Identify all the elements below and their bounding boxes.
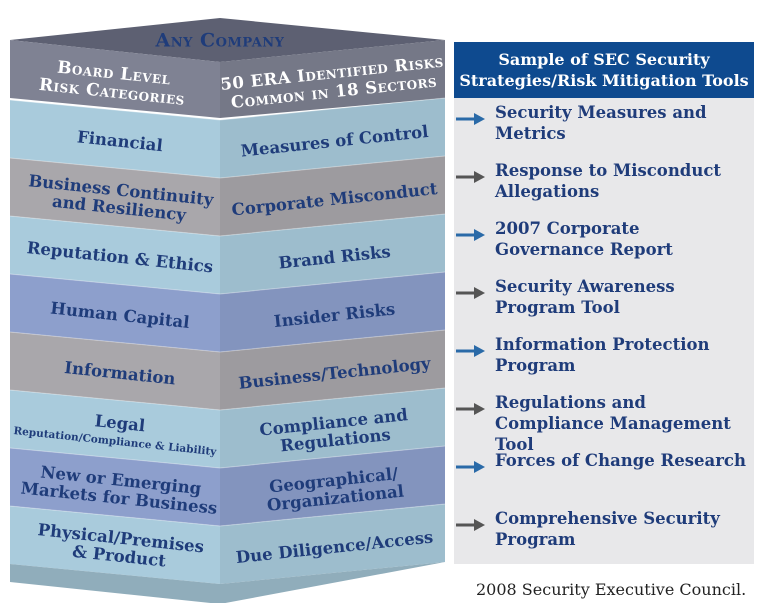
band-separator xyxy=(9,97,446,121)
tool-label: Information Protection Program xyxy=(495,335,710,375)
tools-panel-header: Sample of SEC Security Strategies/Risk M… xyxy=(454,42,754,98)
band-left-face xyxy=(10,332,220,410)
tool-label: Regulations and Compliance Management To… xyxy=(495,393,731,454)
arrow-icon xyxy=(456,287,485,299)
tools-panel xyxy=(454,98,754,564)
arrow-icon xyxy=(456,461,485,473)
band-separator xyxy=(9,445,446,469)
band-left-face xyxy=(10,158,220,236)
arrow-icon xyxy=(456,345,485,357)
tool-label: Response to Misconduct Allegations xyxy=(495,161,722,201)
band-left-face xyxy=(10,506,220,584)
tower-top-face xyxy=(10,18,445,62)
band-left-face xyxy=(10,274,220,352)
band-separator xyxy=(9,329,446,353)
band-right-face xyxy=(220,98,445,178)
band-right-face xyxy=(220,330,445,410)
arrow-icon xyxy=(456,403,485,415)
band-separator xyxy=(9,503,446,527)
tool-label: Forces of Change Research xyxy=(495,451,746,470)
tool-label: Security Awareness Program Tool xyxy=(495,277,675,317)
band-left-face xyxy=(10,100,220,178)
band-left-face xyxy=(10,216,220,294)
credit-line: 2008 Security Executive Council. xyxy=(476,580,747,599)
header-left-face xyxy=(10,40,220,118)
band-right-face xyxy=(220,156,445,236)
band-separator xyxy=(9,155,446,179)
tool-label: Security Measures and Metrics xyxy=(495,103,707,143)
company-name: Any Company xyxy=(155,30,285,52)
band-separator xyxy=(9,387,446,411)
band-right-face xyxy=(220,504,445,584)
arrow-icon xyxy=(456,519,485,531)
header-right-face xyxy=(220,40,445,118)
arrow-icon xyxy=(456,113,485,125)
arrow-icon xyxy=(456,229,485,241)
tool-label: 2007 Corporate Governance Report xyxy=(495,219,673,259)
band-right-face xyxy=(220,446,445,526)
band-right-face xyxy=(220,214,445,294)
tool-label: Comprehensive Security Program xyxy=(495,509,720,549)
band-left-face xyxy=(10,448,220,526)
band-right-face xyxy=(220,388,445,468)
tower-base xyxy=(10,562,445,603)
band-separator xyxy=(9,271,446,295)
band-left-face xyxy=(10,390,220,468)
band-right-face xyxy=(220,272,445,352)
arrow-icon xyxy=(456,171,485,183)
band-separator xyxy=(9,213,446,237)
